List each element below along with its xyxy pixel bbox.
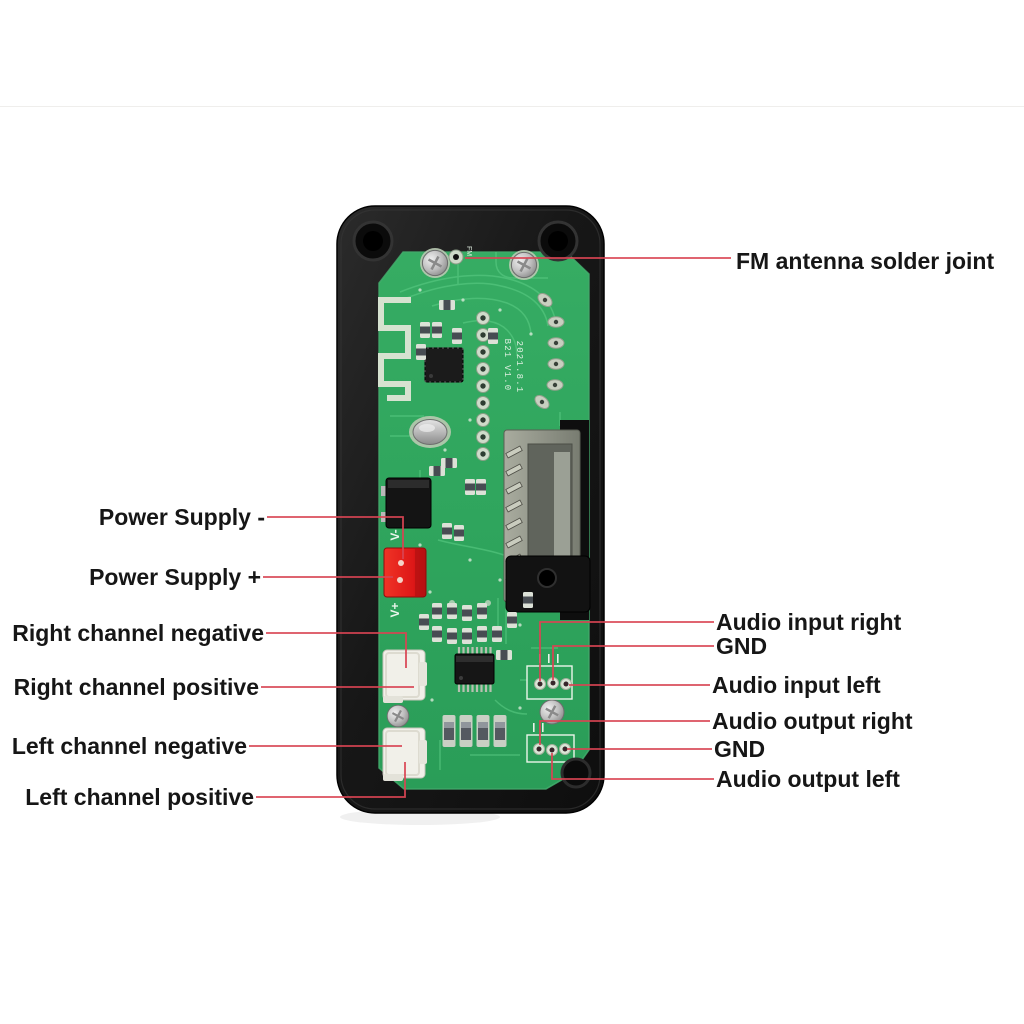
- fm-antenna-solder-pad: FM: [448, 246, 472, 265]
- annotation-power-supply-neg: Power Supply -: [98, 504, 265, 530]
- solder-pad-column: [476, 311, 490, 461]
- annotation-audio-output-right: Audio output right: [712, 708, 913, 734]
- inductor-component: [381, 477, 432, 529]
- annotation-audio-input-left: Audio input left: [712, 672, 881, 698]
- leader-audio-input-right: [539, 621, 714, 681]
- leader-audio-output-right: [539, 720, 710, 745]
- annotation-left-channel-pos: Left channel positive: [25, 784, 254, 810]
- leader-left-channel-pos: [256, 762, 406, 798]
- annotation-audio-output-left: Audio output left: [716, 766, 900, 792]
- leader-audio-output-left: [551, 753, 714, 780]
- power-connector: V- V+: [383, 529, 427, 618]
- mounting-screw-top-left: [420, 248, 450, 278]
- leader-lines: [249, 257, 731, 798]
- crystal-oscillator: [409, 416, 451, 448]
- background-divider-line: [0, 106, 1024, 107]
- bluetooth-chip: [424, 347, 464, 383]
- pcb-version-silkscreen: B21 V1.0 2021.8.1: [502, 339, 524, 394]
- svg-text:FM: FM: [465, 246, 472, 256]
- annotation-fm-antenna: FM antenna solder joint: [736, 248, 995, 274]
- annotation-audio-input-right: Audio input right: [716, 609, 902, 635]
- amplifier-chip: [454, 647, 495, 692]
- pcb-vias: [418, 288, 533, 710]
- svg-text:B21 V1.0: B21 V1.0: [502, 339, 512, 392]
- leader-right-channel-neg: [266, 632, 407, 668]
- svg-text:2021.8.1: 2021.8.1: [514, 341, 524, 394]
- mounting-screw-bottom-left: [386, 704, 410, 728]
- case-screw-holes: [352, 220, 592, 789]
- annotation-right-channel-neg: Right channel negative: [12, 620, 264, 646]
- pcb-board: [378, 251, 590, 790]
- mounting-screw-top-right: [509, 250, 539, 280]
- annotation-left-channel-neg: Left channel negative: [11, 733, 247, 759]
- annotation-power-supply-pos: Power Supply +: [89, 564, 261, 590]
- bluetooth-antenna-trace: [378, 297, 411, 401]
- sd-card-slot: [503, 420, 591, 620]
- annotation-right-channel-pos: Right channel positive: [13, 674, 259, 700]
- leader-power-neg: [267, 516, 404, 559]
- annotation-gnd-output: GND: [714, 736, 766, 762]
- svg-text:V-: V-: [388, 529, 402, 540]
- leader-gnd-input: [552, 645, 714, 680]
- annotation-gnd-input: GND: [716, 633, 768, 659]
- audio-connector-right-channel: [382, 649, 427, 703]
- audio-connector-left-channel: [382, 727, 427, 781]
- svg-text:V+: V+: [388, 602, 402, 617]
